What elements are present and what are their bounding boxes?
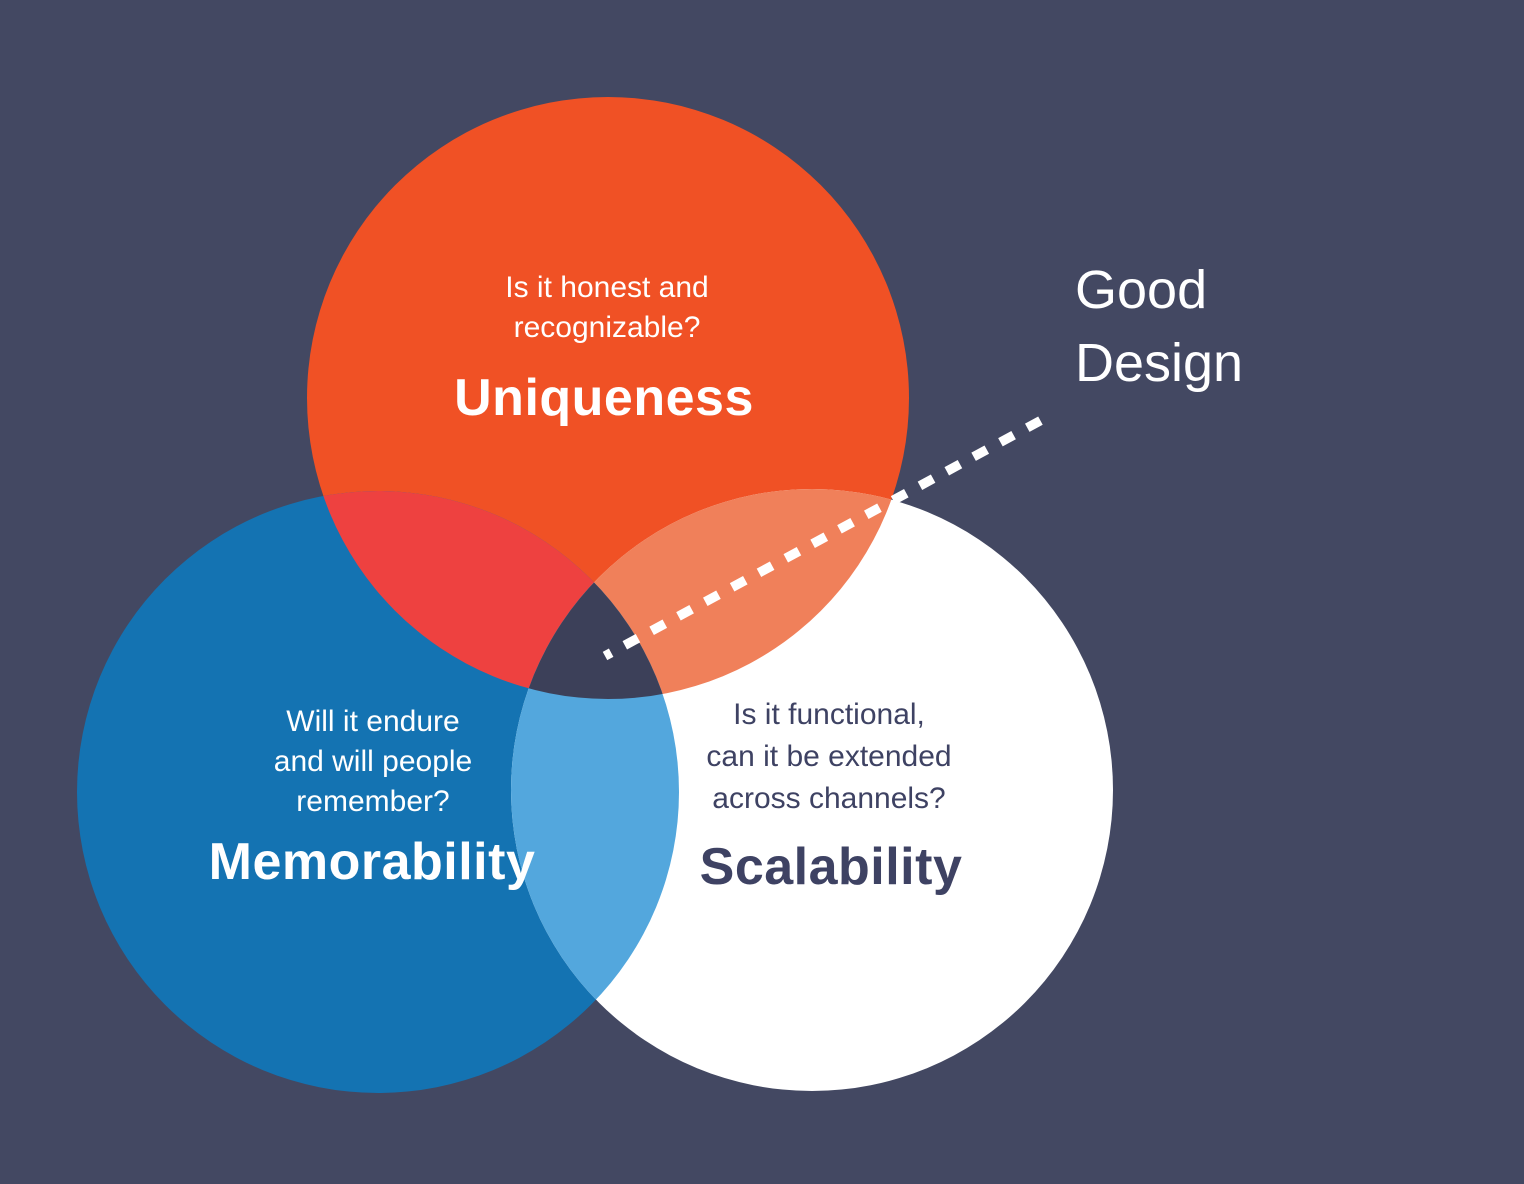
- uniqueness-scalability-overlap: [511, 489, 909, 699]
- scalability-label: Scalability: [699, 838, 963, 896]
- good-design-label: Good Design: [1075, 260, 1244, 393]
- good-design-connector-line: [602, 411, 1052, 661]
- memorability-label: Memorability: [208, 833, 536, 891]
- uniqueness-label: Uniqueness: [454, 369, 754, 427]
- memorability-question: Will it endure and will people remember?: [273, 705, 473, 818]
- scalability-question: Is it functional, can it be extended acr…: [706, 698, 952, 815]
- uniqueness-question: Is it honest and recognizable?: [505, 271, 709, 344]
- uniqueness-memorability-overlap: [307, 491, 679, 699]
